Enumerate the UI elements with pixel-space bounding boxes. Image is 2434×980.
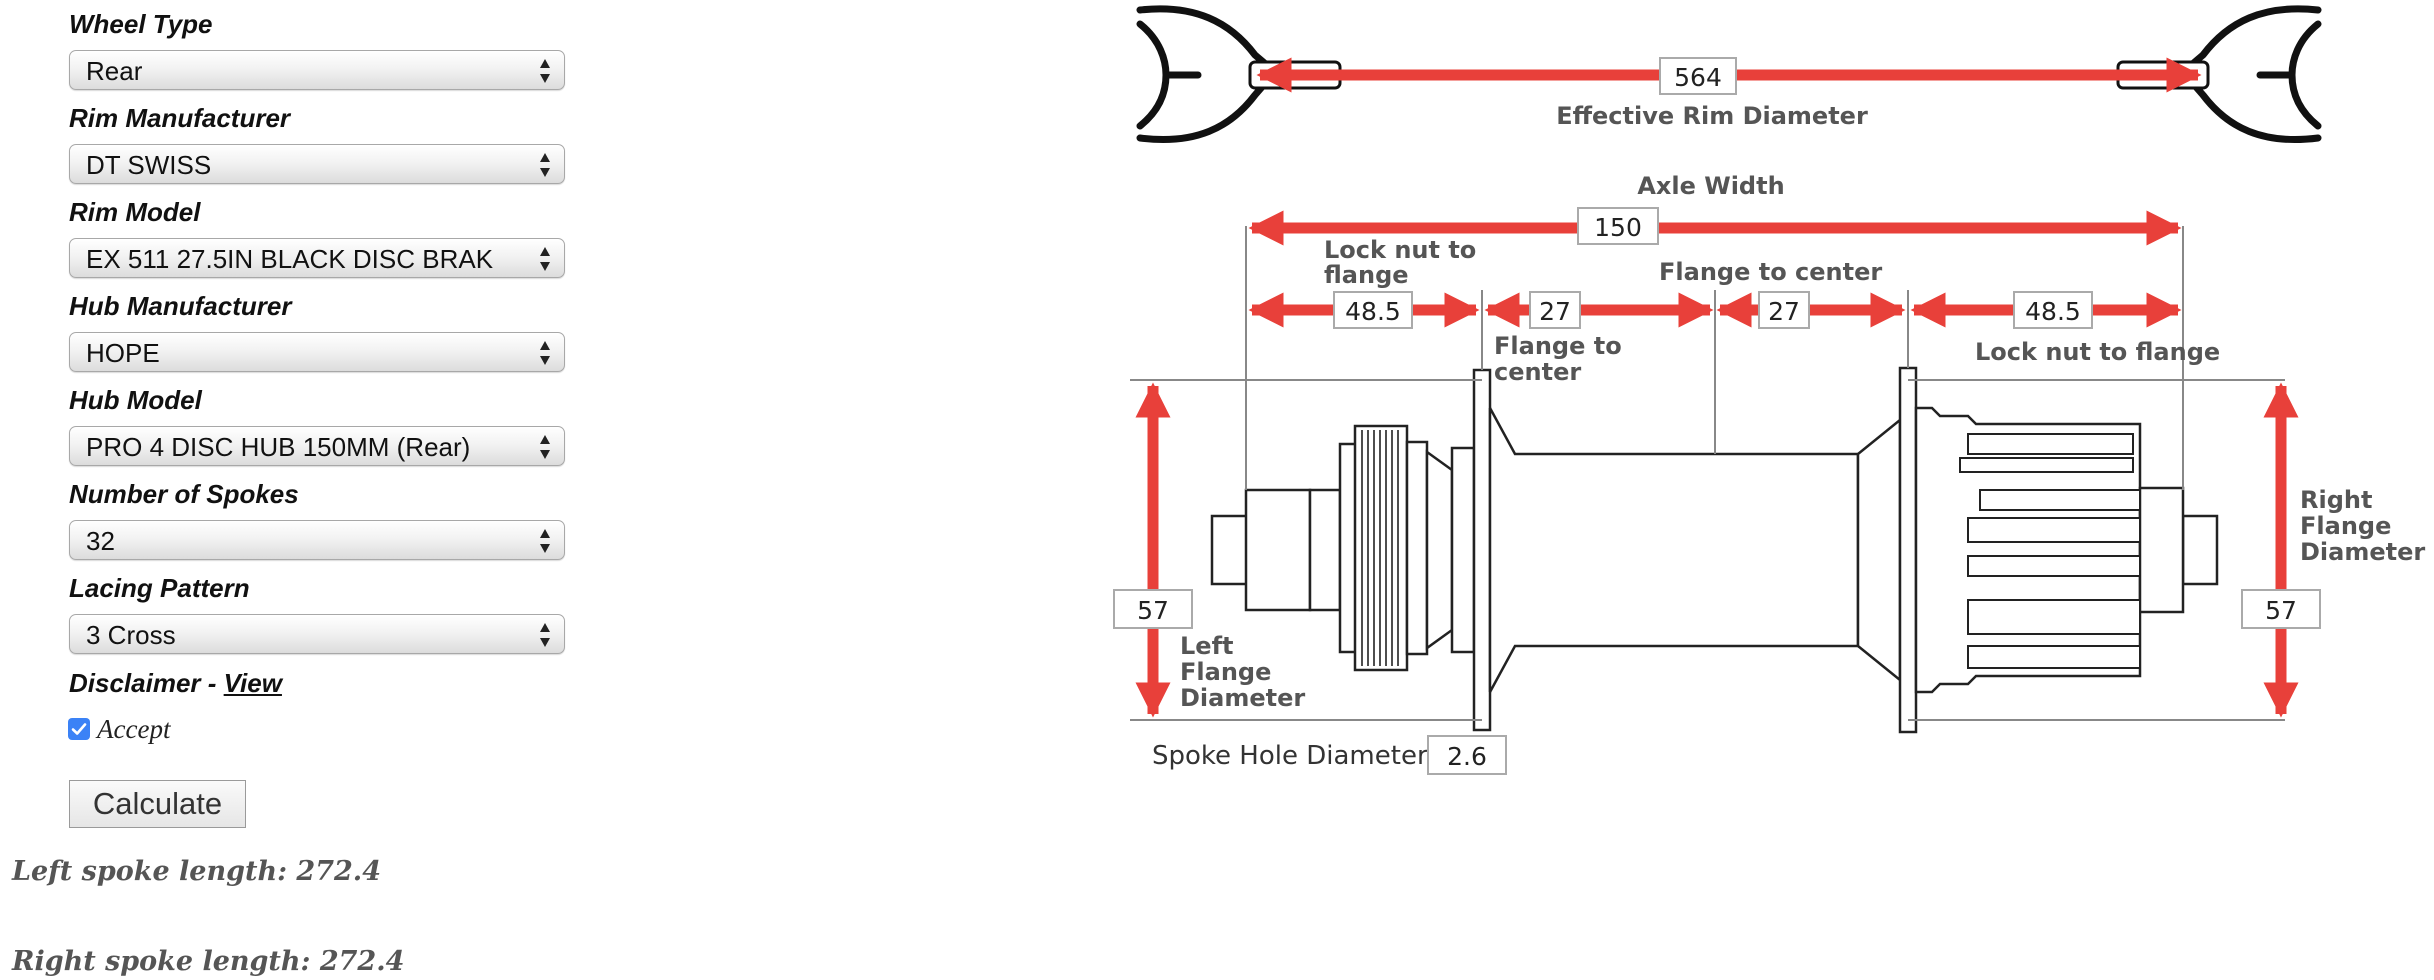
left-lock-to-flange-label-1: Lock nut to xyxy=(1324,236,1476,264)
rim-model-select[interactable]: EX 511 27.5IN BLACK DISC BRAK xyxy=(69,238,565,278)
right-flange-diameter-label-2: Flange xyxy=(2300,512,2391,540)
right-lock-to-flange-value-box xyxy=(2013,291,2093,329)
hub-manufacturer-select[interactable]: HOPE xyxy=(69,332,565,372)
calculate-button[interactable]: Calculate xyxy=(69,780,246,828)
left-flange-diameter-value-box xyxy=(1113,589,1193,629)
right-flange-diameter-value: 57 xyxy=(2265,596,2297,625)
lacing-select[interactable]: 3 Cross xyxy=(69,614,565,654)
wheel-measurement-diagram: 564 Effective Rim Diameter xyxy=(1100,0,2434,800)
dimension-guide-lines xyxy=(1130,226,2285,721)
right-lock-to-flange-value: 48.5 xyxy=(2025,297,2081,326)
accept-label: Accept xyxy=(97,714,171,744)
erd-value: 564 xyxy=(1674,63,1722,92)
axle-width-value: 150 xyxy=(1594,213,1642,242)
freehub-splines xyxy=(1959,433,2141,669)
spoke-hole-diameter-value-box xyxy=(1427,735,1507,775)
checkmark-icon xyxy=(71,723,87,735)
axle-width-label: Axle Width xyxy=(1637,172,1784,200)
left-flange-diameter-label-1: Left xyxy=(1180,632,1233,660)
select-arrows-icon xyxy=(540,623,550,647)
erd-label: Effective Rim Diameter xyxy=(1556,102,1868,130)
select-arrows-icon xyxy=(540,59,550,83)
left-lock-to-flange-value-box xyxy=(1333,291,1413,329)
select-arrows-icon xyxy=(540,153,550,177)
wheel-type-select[interactable]: Rear xyxy=(69,50,565,90)
right-flange-diameter-label-3: Diameter xyxy=(2300,538,2425,566)
left-flange-to-center-label-2: center xyxy=(1494,358,1581,386)
rotor-mount-teeth xyxy=(1361,430,1399,666)
rim-model-value: EX 511 27.5IN BLACK DISC BRAK xyxy=(86,244,494,274)
accept-checkbox[interactable] xyxy=(68,718,90,740)
spoke-hole-diameter-label: Spoke Hole Diameter xyxy=(1152,741,1428,771)
left-flange-diameter-label-3: Diameter xyxy=(1180,684,1305,712)
right-flange-to-center-value: 27 xyxy=(1768,297,1800,326)
right-lock-to-flange-label: Lock nut to flange xyxy=(1975,338,2220,366)
rim-manufacturer-value: DT SWISS xyxy=(86,150,212,180)
disclaimer-view-link[interactable]: View xyxy=(223,668,282,698)
lacing-label: Lacing Pattern xyxy=(69,573,250,603)
spoke-hole-diameter-value: 2.6 xyxy=(1447,742,1487,771)
rim-model-label: Rim Model xyxy=(69,197,201,227)
select-arrows-icon xyxy=(540,435,550,459)
disclaimer-label: Disclaimer - xyxy=(69,668,224,698)
select-arrows-icon xyxy=(540,247,550,271)
wheel-type-value: Rear xyxy=(86,56,143,86)
spokes-select[interactable]: 32 xyxy=(69,520,565,560)
left-lock-to-flange-label-2: flange xyxy=(1324,261,1409,289)
spokes-label: Number of Spokes xyxy=(69,479,299,509)
lacing-value: 3 Cross xyxy=(86,620,176,650)
hub-model-label: Hub Model xyxy=(69,385,202,415)
rim-manufacturer-select[interactable]: DT SWISS xyxy=(69,144,565,184)
right-flange-to-center-label: Flange to center xyxy=(1659,258,1882,286)
right-spoke-length: Right spoke length: 272.4 xyxy=(12,946,405,977)
right-flange-diameter-value-box xyxy=(2241,589,2321,629)
select-arrows-icon xyxy=(540,341,550,365)
erd-value-box xyxy=(1659,57,1737,95)
spokes-value: 32 xyxy=(86,526,115,556)
left-flange-diameter-value: 57 xyxy=(1137,596,1169,625)
right-flange-to-center-value-box xyxy=(1758,291,1810,329)
left-lock-to-flange-value: 48.5 xyxy=(1345,297,1401,326)
left-flange-to-center-value: 27 xyxy=(1539,297,1571,326)
hub-manufacturer-value: HOPE xyxy=(86,338,160,368)
hub-rim-diagram-svg: 564 Effective Rim Diameter xyxy=(1113,5,2425,775)
select-arrows-icon xyxy=(540,529,550,553)
hub-manufacturer-label: Hub Manufacturer xyxy=(69,291,292,321)
wheel-type-label: Wheel Type xyxy=(69,9,213,39)
disclaimer: Disclaimer - View xyxy=(69,668,282,699)
hub-model-select[interactable]: PRO 4 DISC HUB 150MM (Rear) xyxy=(69,426,565,466)
left-flange-to-center-value-box xyxy=(1529,291,1581,329)
axle-width-value-box xyxy=(1577,207,1659,245)
right-flange-diameter-label-1: Right xyxy=(2300,486,2372,514)
spoke-calculator-form: Wheel Type Rear Rim Manufacturer DT SWIS… xyxy=(0,0,620,980)
left-flange-to-center-label-1: Flange to xyxy=(1494,332,1622,360)
left-flange-diameter-label-2: Flange xyxy=(1180,658,1271,686)
rim-manufacturer-label: Rim Manufacturer xyxy=(69,103,291,133)
left-spoke-length: Left spoke length: 272.4 xyxy=(12,856,381,887)
hub-model-value: PRO 4 DISC HUB 150MM (Rear) xyxy=(86,432,471,462)
